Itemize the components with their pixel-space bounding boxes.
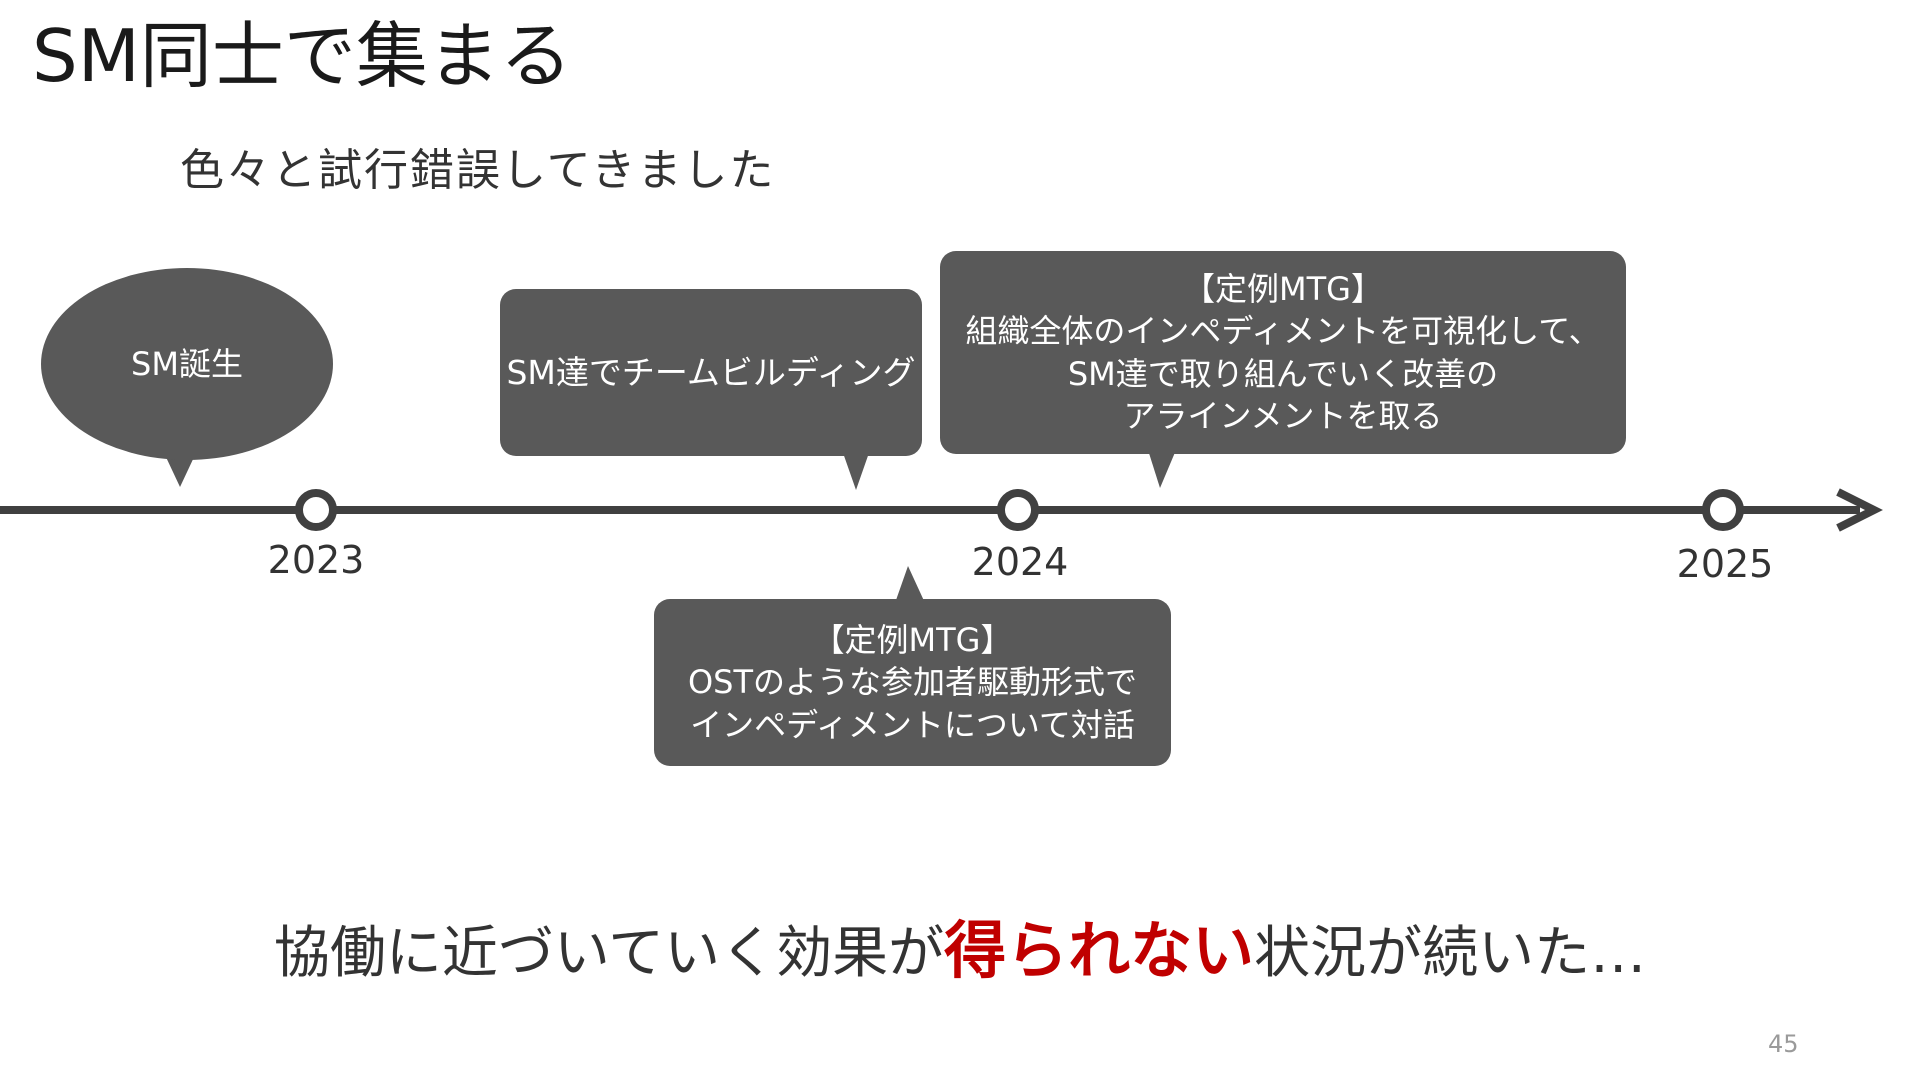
mtg-2024-line1: 【定例MTG】: [1183, 270, 1383, 309]
bubble-team-building: SM達でチームビルディング: [500, 289, 922, 456]
conclusion-after: 状況が続いた…: [1254, 921, 1647, 986]
marker-2024: [997, 489, 1039, 531]
conclusion-before: 協働に近づいていく効果が: [273, 921, 945, 986]
tail-mtg-2024: [1148, 450, 1176, 488]
bubble-mtg-2023: 【定例MTG】 OSTのような参加者駆動形式で インペディメントについて対話: [654, 599, 1171, 766]
mtg-2023-line1: 【定例MTG】: [812, 621, 1013, 660]
mtg-2024-line4: アラインメントを取る: [1123, 396, 1443, 435]
bubble-mtg-2024: 【定例MTG】 組織全体のインペディメントを可視化して、 SM達で取り組んでいく…: [940, 251, 1626, 454]
bubble-team-building-text: SM達でチームビルディング: [506, 352, 916, 392]
conclusion-text: 協働に近づいていく効果が得られない状況が続いた…: [0, 900, 1920, 990]
year-label-2025: 2025: [1676, 542, 1774, 586]
year-label-2024: 2024: [971, 540, 1069, 584]
year-label-2023: 2023: [267, 538, 365, 582]
bubble-sm-birth: SM誕生: [41, 268, 333, 460]
mtg-2023-line3: インペディメントについて対話: [690, 705, 1135, 744]
tail-team-building: [842, 450, 870, 490]
marker-2025: [1702, 489, 1744, 531]
mtg-2024-line2: 組織全体のインペディメントを可視化して、: [965, 312, 1601, 351]
conclusion-emphasis: 得られない: [944, 914, 1255, 987]
tail-mtg-2023: [895, 566, 925, 603]
slide-subtitle: 色々と試行錯誤してきました: [180, 145, 776, 196]
timeline-arrowhead: [1836, 488, 1883, 532]
page-number: 45: [1768, 1030, 1799, 1058]
bubble-sm-birth-text: SM誕生: [131, 344, 243, 383]
mtg-2023-line2: OSTのような参加者駆動形式で: [687, 663, 1138, 702]
slide-title: SM同士で集まる: [32, 14, 572, 98]
mtg-2024-line3: SM達で取り組んでいく改善の: [1067, 354, 1499, 393]
tail-sm-birth: [165, 455, 195, 487]
marker-2023: [295, 489, 337, 531]
